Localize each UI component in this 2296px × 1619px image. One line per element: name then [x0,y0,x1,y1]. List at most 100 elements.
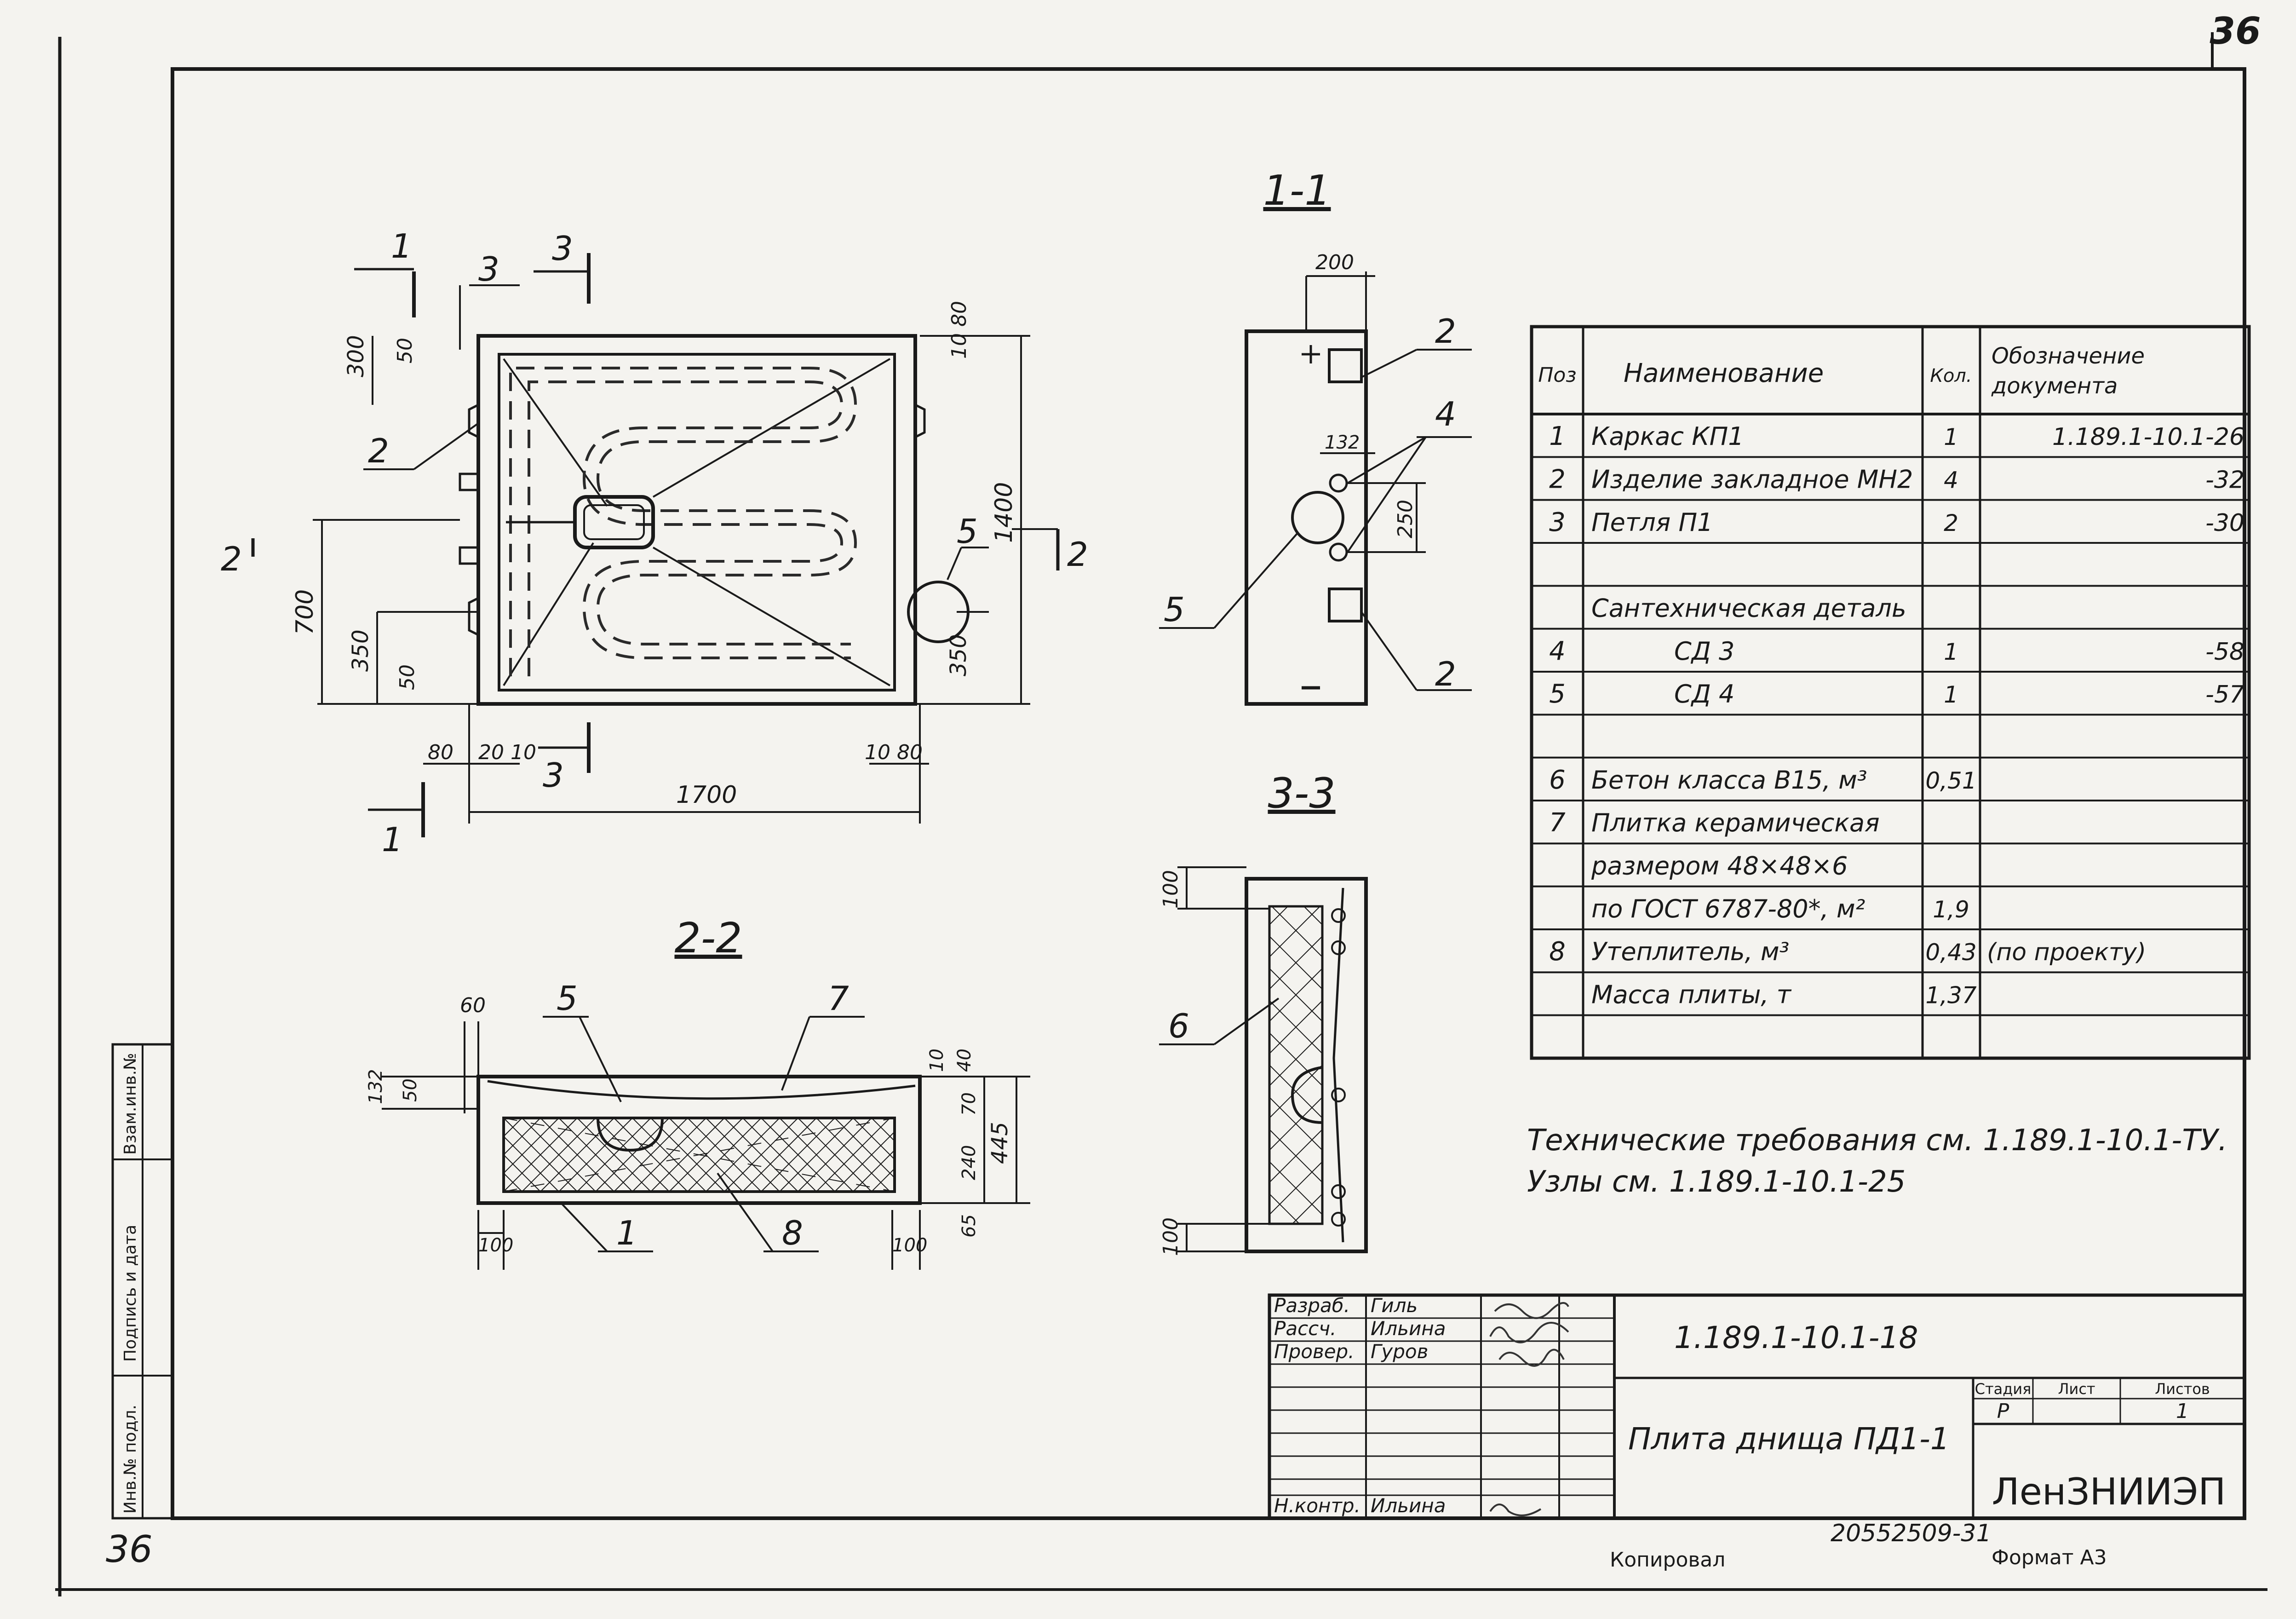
dim-50-bottom: 50 [396,664,419,690]
bottom-sheet-number: 36 [106,1528,153,1571]
spec-cell-name: Сантехническая деталь [1591,594,1906,623]
dim-300: 300 [343,335,369,377]
dim-1700: 1700 [676,781,737,809]
cut-3-top-label: 3 [552,229,573,268]
dim-100-right: 100 [892,1235,927,1256]
spec-cell-doc: 1.189.1-10.1-26 [2052,423,2244,451]
sheets-value: 1 [2176,1400,2189,1423]
cut-2-right-label: 2 [1067,535,1088,574]
spec-cell-pos: 6 [1549,765,1566,795]
spec-cell-doc: -30 [2205,509,2244,537]
spec-cell-pos: 3 [1549,507,1566,537]
dim-70-section: 70 [959,1092,980,1116]
nkontr-name: Ильина [1371,1494,1446,1517]
spec-cell-pos: 5 [1549,679,1566,709]
spec-cell-pos: 2 [1549,465,1566,495]
pos-8-label: 8 [782,1214,803,1252]
section-2-2-title: 2-2 [675,914,742,962]
dim-10-bottom-right: 10 [865,741,890,764]
razrab-label: Разраб. [1274,1294,1350,1317]
dim-80-bottom-left: 80 [428,741,453,764]
spec-cell-name: Масса плиты, т [1591,980,1792,1009]
spec-header-name: Наименование [1624,358,1824,388]
rassch-label: Рассч. [1274,1317,1336,1340]
title-block [1268,1293,2246,1520]
section-1-1: 200 132 250 2 4 5 2 [1159,251,1472,706]
dim-132-section: 132 [365,1069,386,1104]
spec-cell-pos: 4 [1549,636,1566,666]
specification-table [1530,325,2251,1060]
pos-4-label: 4 [1435,395,1456,433]
section-3-3: 100 100 6 [1159,866,1368,1256]
side-stamp: Взам.инв.№ Подпись и дата Инв.№ подл. [111,1043,174,1520]
spec-cell-name: Изделие закладное МН2 [1591,465,1913,494]
spec-cell-qty: 1 [1944,681,1958,708]
note-nodes: Узлы см. 1.189.1-10.1-25 [1527,1165,1906,1199]
spec-cell-name: Бетон класса В15, м³ [1591,766,1867,795]
spec-cell-name: Петля П1 [1591,508,1713,537]
plan-dimensions: 1 3 3 300 50 2 2 2 700 350 50 1 [221,227,1088,859]
spec-cell-qty: 4 [1944,467,1958,494]
prover-name: Гуров [1371,1340,1428,1363]
spec-cell-name: Утеплитель, м³ [1591,937,1789,966]
spec-cell-qty: 1,9 [1933,896,1969,923]
spec-cell-name: по ГОСТ 6787-80*, м² [1591,894,1865,923]
spec-cell-name: Каркас КП1 [1591,422,1744,451]
stage-value: Р [1997,1400,2009,1423]
spec-cell-qty: 2 [1944,510,1958,536]
dim-60: 60 [460,994,486,1017]
signatures [1489,1302,1569,1516]
dim-10-section: 10 [926,1049,947,1072]
section-2-2: 60 132 50 10 40 70 240 445 65 100 100 5 … [365,979,1030,1270]
spec-cell-pos: 1 [1549,421,1566,451]
rassch-name: Ильина [1371,1317,1446,1340]
spec-cell-name: СД 4 [1674,680,1734,709]
drawing-title: Плита днища ПД1-1 [1628,1421,1950,1457]
footer-stamp: 20552509-31 [1831,1520,1992,1547]
doc-code: 1.189.1-10.1-18 [1674,1320,1918,1355]
pos-1-label: 1 [616,1214,637,1252]
pos-5-label: 5 [1164,590,1185,629]
dim-240-section: 240 [959,1145,980,1180]
cut-3-bottom-label: 3 [543,756,564,795]
dim-80-top: 80 [947,301,971,327]
footer-format: Формат А3 [1992,1546,2107,1569]
dim-250: 250 [1394,500,1417,538]
dim-65-section: 65 [959,1214,980,1238]
stage-label: Стадия [1975,1380,2032,1398]
leader-5-label: 5 [957,512,978,551]
spec-cell-qty: 1 [1944,424,1958,450]
dim-200: 200 [1315,251,1354,274]
cut-2-left-label: 2 [221,540,242,578]
spec-cell-doc: (по проекту) [1987,939,2146,966]
razrab-name: Гиль [1371,1294,1418,1317]
sheets-label: Листов [2155,1380,2210,1398]
pos-2-bottom-label: 2 [1435,655,1456,693]
leader-3-label: 3 [478,250,499,288]
spec-header-pos: Поз [1538,363,1576,387]
side-stamp-sign: Подпись и дата [121,1225,140,1362]
spec-cell-qty: 1 [1944,639,1958,665]
spec-cell-name: размером 48×48×6 [1591,852,1848,881]
spec-cell-name: СД 3 [1674,637,1734,666]
dim-50-section: 50 [400,1078,421,1102]
section-1-1-title: 1-1 [1263,167,1331,215]
sheet-number: 36 [2210,10,2261,52]
spec-cell-doc: -58 [2205,638,2244,666]
pos-2-top-label: 2 [1435,312,1456,351]
leader-2-label: 2 [368,432,389,470]
organization: ЛенЗНИИЭП [1992,1470,2226,1513]
spec-cell-doc: -57 [2205,681,2244,709]
title-block-text: Разраб. Гиль Рассч. Ильина Провер. Гуров… [1274,1294,2226,1517]
dim-100-top-33: 100 [1159,870,1182,909]
spec-header-qty: Кол. [1930,365,1972,386]
dim-1400: 1400 [990,482,1018,543]
dim-350-right: 350 [946,634,971,676]
dim-350-left: 350 [348,629,373,672]
cut-1-bottom-label: 1 [382,820,403,859]
dim-100-bottom-33: 100 [1159,1217,1182,1256]
dim-700: 700 [291,589,319,635]
dim-10-right: 10 [947,333,971,359]
